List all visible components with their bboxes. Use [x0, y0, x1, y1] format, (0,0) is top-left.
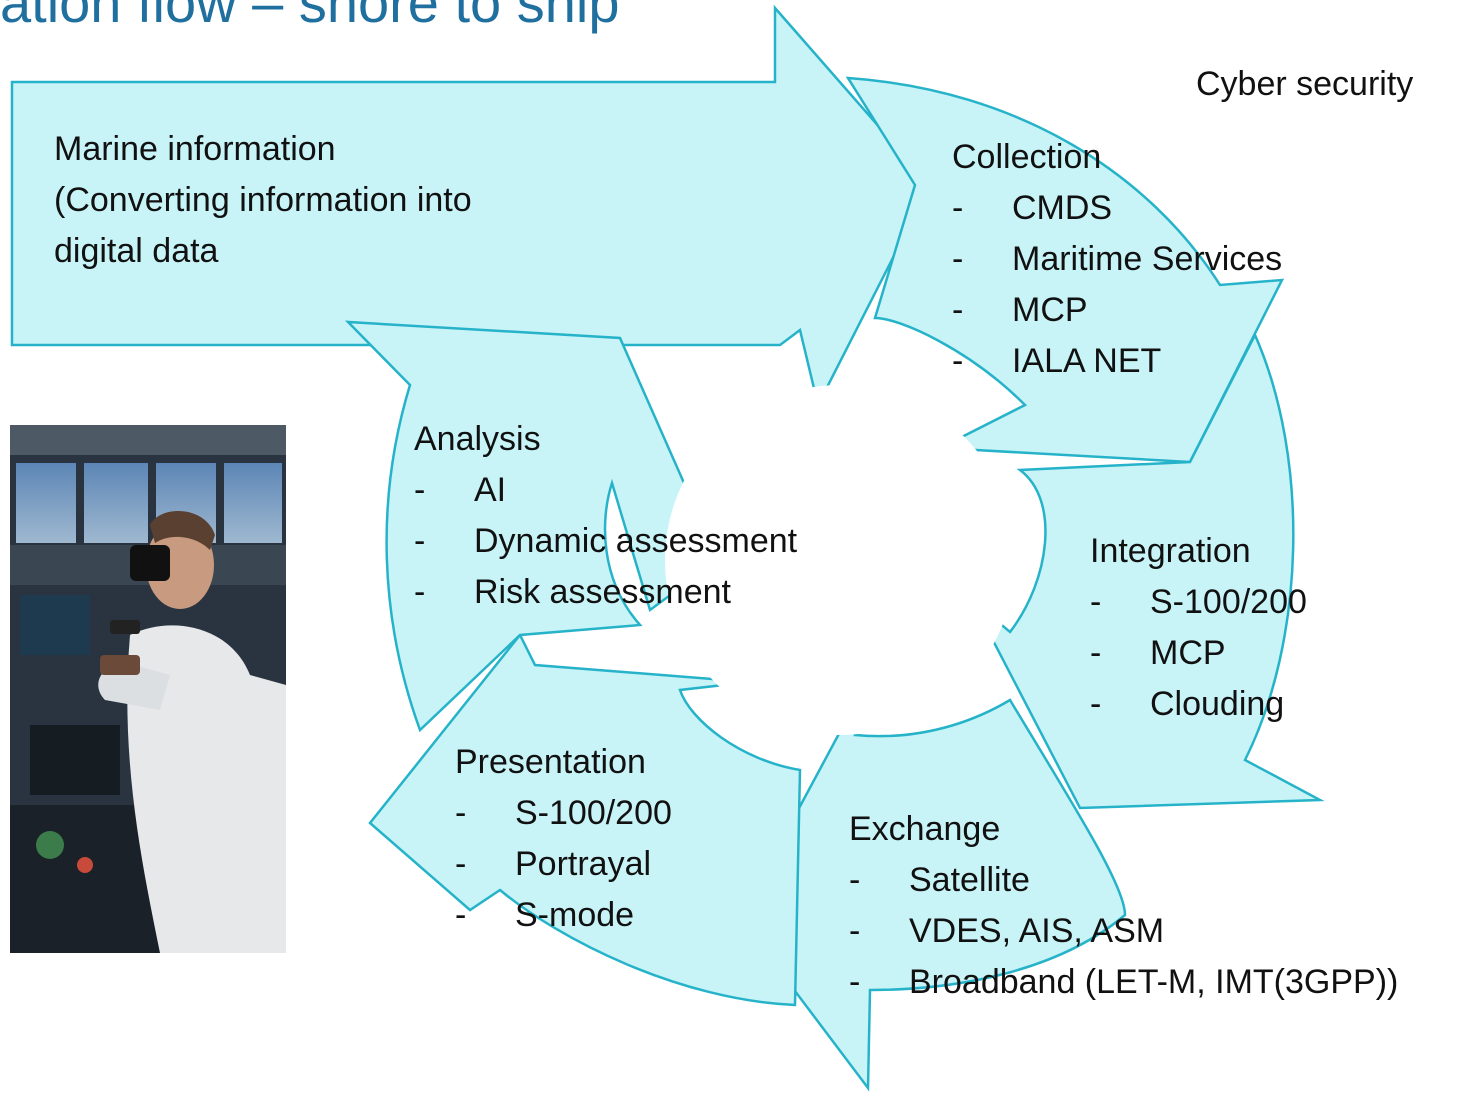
marine-line-3: digital data	[54, 232, 219, 270]
integration-item: MCP	[1090, 628, 1307, 679]
exchange-heading: Exchange	[849, 810, 1001, 848]
officer-with-binoculars-photo	[10, 425, 286, 953]
analysis-heading: Analysis	[414, 420, 541, 458]
collection-item: MCP	[952, 285, 1282, 336]
collection-item: IALA NET	[952, 336, 1282, 387]
analysis-item: AI	[414, 465, 797, 516]
presentation-item: S-100/200	[455, 788, 672, 839]
presentation-item: Portrayal	[455, 839, 672, 890]
collection-block: Collection CMDS Maritime Services MCP IA…	[952, 132, 1282, 387]
analysis-item: Risk assessment	[414, 567, 797, 618]
cyber-security-label: Cyber security	[1196, 65, 1414, 103]
integration-item: S-100/200	[1090, 577, 1307, 628]
collection-item: CMDS	[952, 183, 1282, 234]
collection-heading: Collection	[952, 138, 1102, 176]
presentation-block: Presentation S-100/200 Portrayal S-mode	[455, 737, 672, 941]
exchange-block: Exchange Satellite VDES, AIS, ASM Broadb…	[849, 804, 1398, 1008]
exchange-item: Broadband (LET-M, IMT(3GPP))	[849, 957, 1398, 1008]
analysis-item: Dynamic assessment	[414, 516, 797, 567]
exchange-item: Satellite	[849, 855, 1398, 906]
integration-item: Clouding	[1090, 679, 1307, 730]
analysis-block: Analysis AI Dynamic assessment Risk asse…	[414, 414, 797, 618]
marine-line-1: Marine information	[54, 130, 336, 168]
integration-block: Integration S-100/200 MCP Clouding	[1090, 526, 1307, 730]
integration-heading: Integration	[1090, 532, 1251, 570]
collection-item: Maritime Services	[952, 234, 1282, 285]
marine-line-2: (Converting information into	[54, 181, 472, 219]
presentation-item: S-mode	[455, 890, 672, 941]
slide-title: ation flow – shore to ship	[0, 0, 620, 34]
exchange-item: VDES, AIS, ASM	[849, 906, 1398, 957]
marine-information-text: Marine information (Converting informati…	[54, 124, 472, 277]
presentation-heading: Presentation	[455, 743, 646, 781]
